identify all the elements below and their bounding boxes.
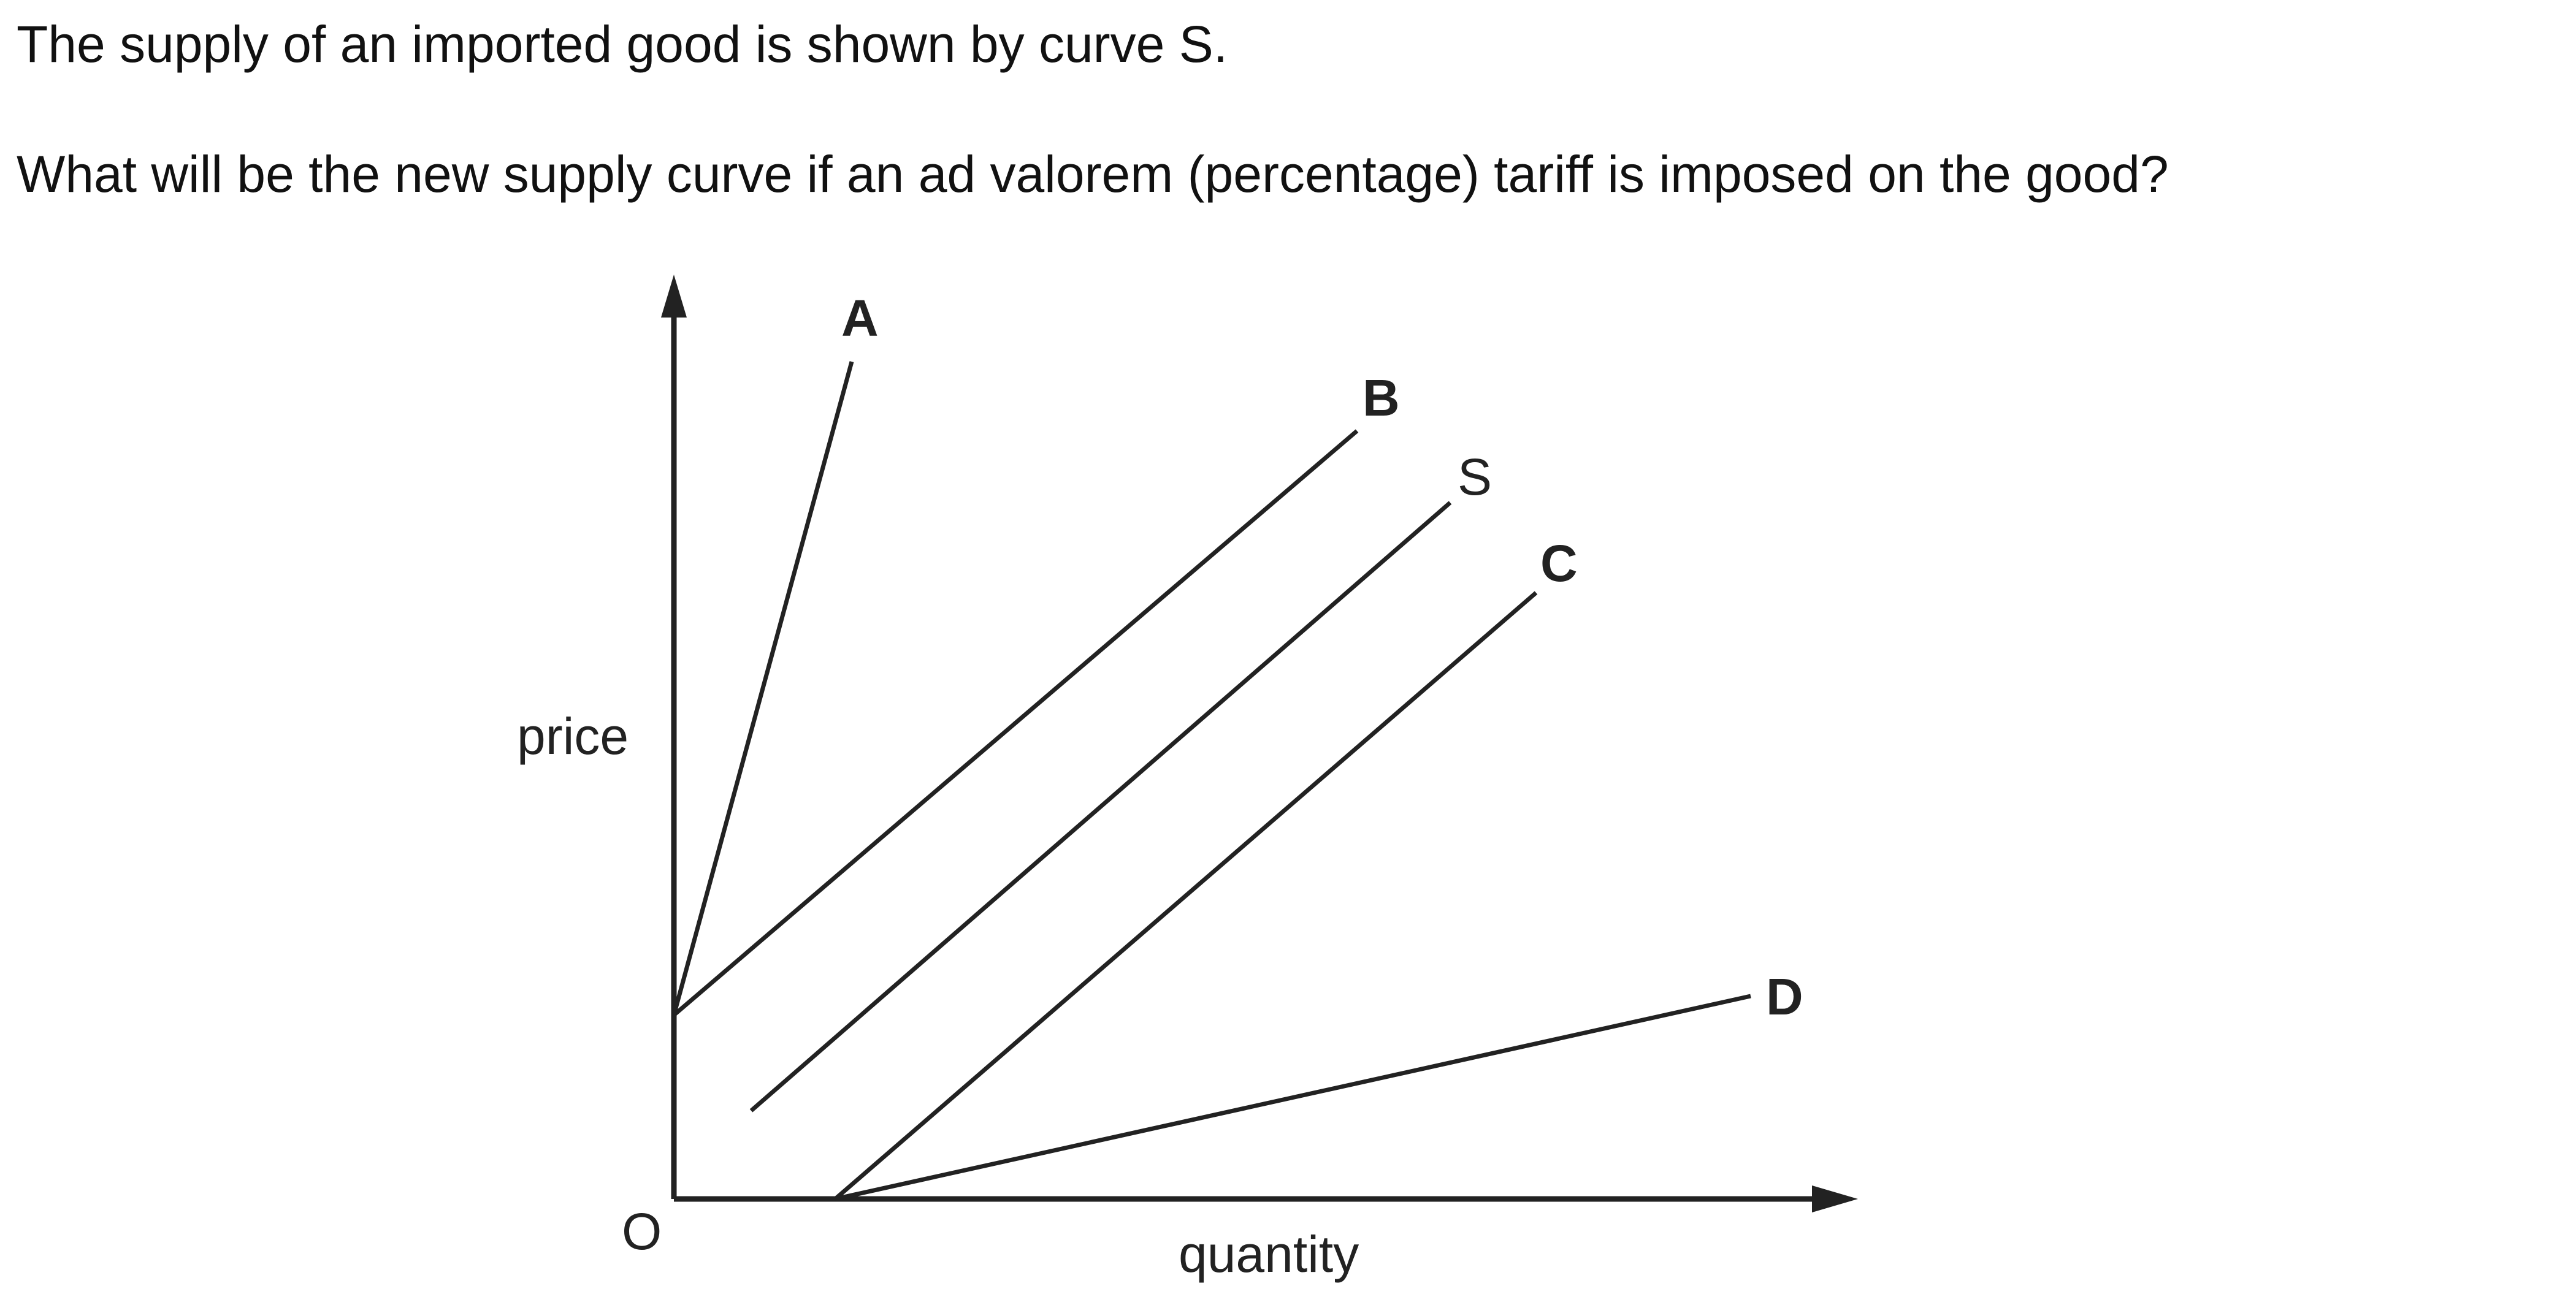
x-axis-arrowhead xyxy=(1812,1185,1858,1212)
curve-b-label: B xyxy=(1363,369,1400,427)
curve-a xyxy=(671,361,854,1016)
y-axis-label: price xyxy=(517,707,629,765)
y-axis-arrowhead xyxy=(661,275,687,318)
curve-d xyxy=(835,994,1751,1201)
origin-label: O xyxy=(622,1203,662,1260)
curve-c-label: C xyxy=(1540,535,1578,592)
curve-b xyxy=(672,429,1359,1017)
question-stem: The supply of an imported good is shown … xyxy=(17,15,1228,73)
curve-c xyxy=(833,591,1538,1201)
curve-s-label: S xyxy=(1458,448,1492,506)
question-prompt: What will be the new supply curve if an … xyxy=(17,145,2169,203)
x-axis-label: quantity xyxy=(1179,1225,1359,1283)
curve-d-label: D xyxy=(1766,968,1803,1025)
curve-s xyxy=(749,501,1452,1113)
curve-a-label: A xyxy=(841,289,879,347)
